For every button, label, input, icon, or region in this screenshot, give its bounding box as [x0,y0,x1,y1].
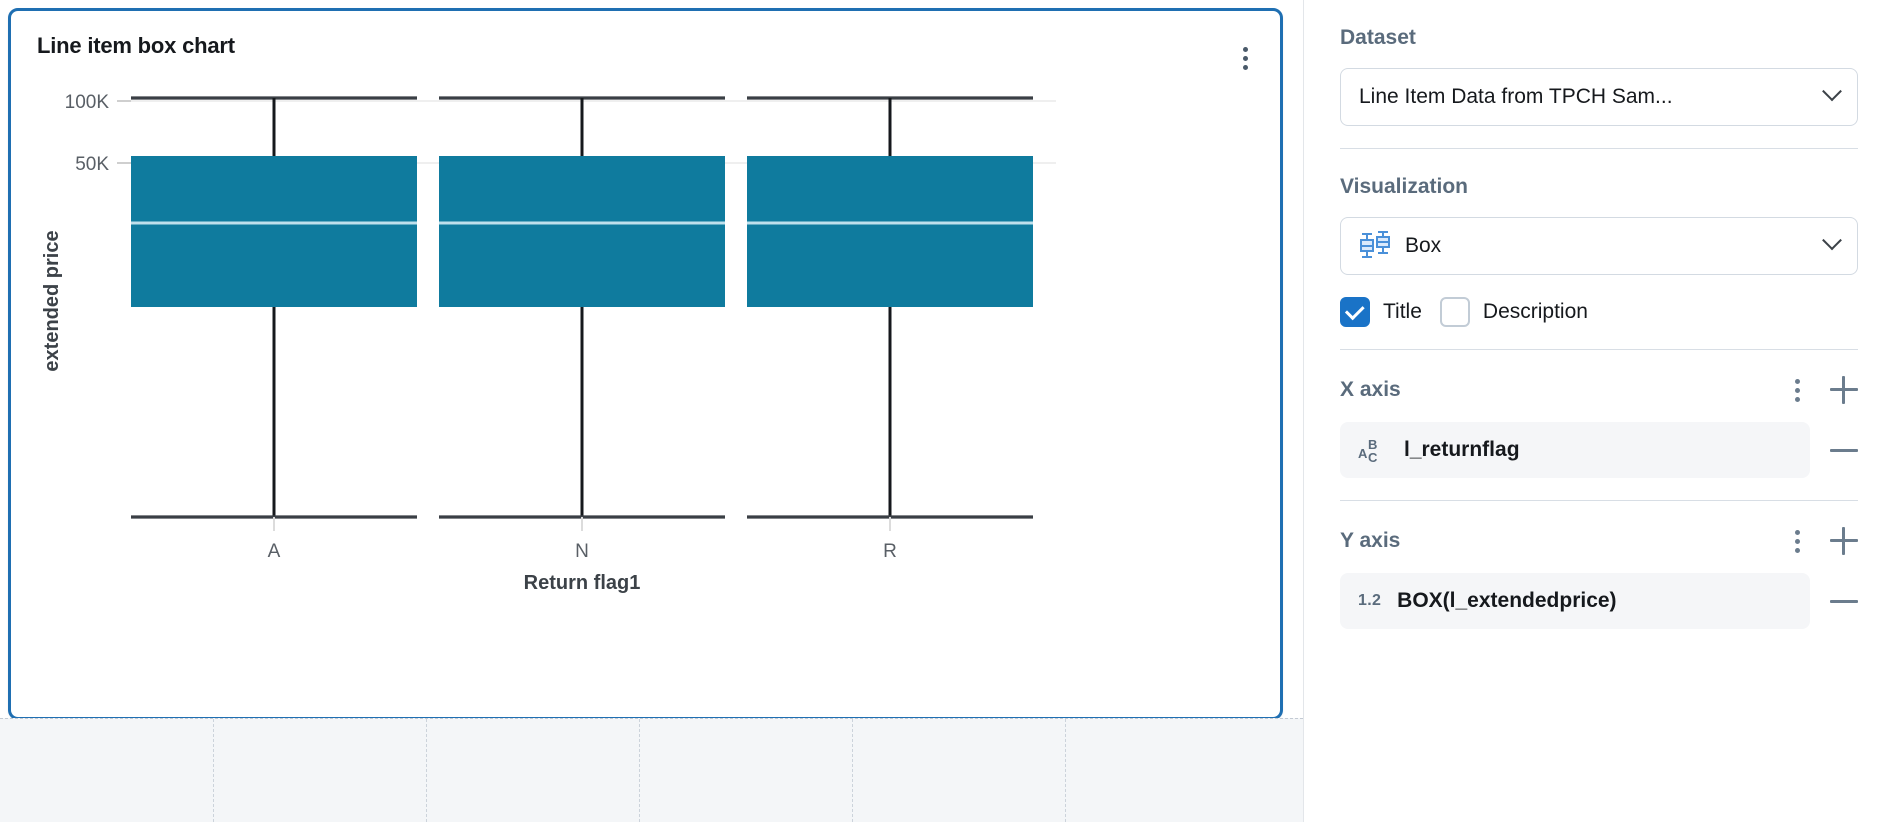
page-title: Line item box chart [37,33,235,58]
y-axis-field-box-extendedprice[interactable]: 1.2 BOX(l_extendedprice) [1340,573,1810,629]
description-toggle-label: Description [1482,300,1588,323]
kebab-dot [1242,64,1248,70]
kebab-dot [1794,547,1800,553]
kebab-dot [1242,55,1248,61]
minus-icon[interactable] [1830,599,1858,603]
x-axis-actions [1786,376,1858,404]
box-group-r[interactable]: R [747,96,1033,562]
svg-text:C: C [1368,450,1378,464]
title-toggle[interactable]: Title [1340,297,1422,327]
box-chart-svg: 100K 50K A [41,92,1056,594]
dashboard-grid-background [0,718,1303,822]
visualization-header: Visualization [1340,175,1858,199]
box-group-n[interactable]: N [439,96,725,562]
y-axis-ticks: 100K 50K [65,92,131,175]
x-axis-header: X axis [1340,376,1858,404]
chart-card[interactable]: Line item box chart 10 [8,8,1283,720]
gridlines [131,100,1056,164]
box-group-a[interactable]: A [131,96,417,562]
kebab-menu-icon[interactable] [1786,527,1808,555]
kebab-dot [1794,387,1800,393]
visualization-select[interactable]: Box [1340,217,1858,275]
settings-sidebar: Dataset Line Item Data from TPCH Sam... … [1304,0,1894,822]
grid-line [1065,719,1066,822]
number-type-icon: 1.2 [1358,592,1382,609]
dataset-select[interactable]: Line Item Data from TPCH Sam... [1340,68,1858,126]
x-tick-label: R [883,541,897,562]
grid-line [426,719,427,822]
kebab-dot [1242,46,1248,52]
x-axis-section: X axis A B C [1340,349,1858,500]
x-axis-field-name: l_returnflag [1404,438,1520,461]
y-axis-field-name: BOX(l_extendedprice) [1397,589,1617,612]
checkbox-unchecked-icon[interactable] [1439,297,1470,327]
box-chart-plot[interactable]: 100K 50K A [11,71,1286,631]
box-plot-icon [1360,231,1390,258]
plus-icon[interactable] [1830,376,1858,404]
grid-line [639,719,640,822]
grid-line [213,719,214,822]
y-axis-header: Y axis [1340,527,1858,555]
description-toggle[interactable]: Description [1439,297,1588,327]
y-tick-label: 50K [75,154,109,175]
visualization-section: Visualization [1340,148,1858,349]
x-axis-field-row: A B C l_returnflag [1340,422,1858,478]
visualization-toggles: Title Description [1340,297,1858,327]
kebab-menu-icon[interactable] [1786,376,1808,404]
svg-text:B: B [1368,437,1377,452]
title-toggle-label: Title [1383,300,1422,323]
dashboard-canvas: Line item box chart 10 [0,0,1304,822]
dataset-select-value: Line Item Data from TPCH Sam... [1359,85,1673,108]
x-axis-field-l-returnflag[interactable]: A B C l_returnflag [1340,422,1810,478]
visualization-select-value: Box [1405,234,1442,257]
chevron-down-icon [1822,81,1842,102]
kebab-dot [1794,538,1800,544]
kebab-dot [1794,529,1800,535]
y-axis-title: extended price [41,230,63,371]
kebab-dot [1794,396,1800,402]
chevron-down-icon [1822,230,1842,251]
dataset-section: Dataset Line Item Data from TPCH Sam... [1340,0,1858,148]
kebab-menu-icon[interactable] [1232,41,1258,75]
x-tick-label: N [575,541,589,562]
y-tick-label: 100K [65,92,110,113]
grid-line [852,719,853,822]
x-axis-label: X axis [1340,378,1401,401]
visualization-label: Visualization [1340,175,1468,198]
y-axis-field-row: 1.2 BOX(l_extendedprice) [1340,573,1858,629]
abc-text-type-icon: A B C [1358,436,1388,465]
x-tick-label: A [268,541,281,562]
y-axis-section: Y axis 1.2 BOX(l_extendedprice) [1340,500,1858,651]
visualization-select-value-wrap: Box [1359,231,1441,261]
x-axis-title: Return flag1 [524,572,641,594]
kebab-dot [1794,378,1800,384]
dataset-header: Dataset [1340,26,1858,50]
plus-icon[interactable] [1830,527,1858,555]
y-axis-actions [1786,527,1858,555]
minus-icon[interactable] [1830,448,1858,452]
checkbox-checked-icon[interactable] [1340,297,1370,327]
dataset-label: Dataset [1340,26,1416,49]
svg-text:A: A [1358,446,1368,461]
y-axis-label: Y axis [1340,529,1401,552]
